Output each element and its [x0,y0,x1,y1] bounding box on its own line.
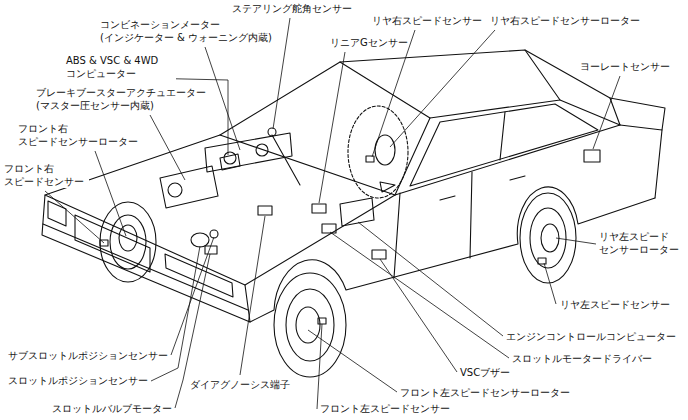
brake-actuator [160,166,218,208]
tire [274,273,346,377]
combination-meter [205,133,292,172]
part-label: ヨーレートセンサー [580,60,670,73]
sub-throttle-sensor [210,230,218,238]
leader-line [544,263,556,304]
tire [348,106,408,198]
part-label: ブレーキブースターアクチュエーター (マスター圧センサー内蔵) [36,86,216,112]
part-label: スロットルモータードライバー [512,352,652,365]
headlight [165,254,233,297]
door-seam [470,172,472,258]
pillar [500,112,505,160]
leader-line [380,259,457,372]
part-label: スロットルポジションセンサー [8,374,148,387]
abs-computer [220,154,240,170]
diagnosis-connector [258,206,272,215]
beltline [395,125,620,195]
leader-line [150,115,185,180]
leader-line [330,232,509,358]
part-label: フロント左スピードセンサー [320,402,450,415]
throttle-body [191,233,209,247]
gauge [256,144,268,156]
part-label: ABS & VSC & 4WD コンピューター [66,54,176,80]
part-label: フロント右 スピードセンサー [4,162,89,188]
door-handle [440,196,455,200]
speed-sensor [538,258,546,264]
steering-sensor [268,128,276,136]
engine-computer [340,198,374,226]
side-window [410,104,598,186]
roof [340,50,560,118]
part-label: フロント左スピードセンサーローター [400,386,570,399]
hood-outline [45,135,395,285]
part-label: リヤ右スピードセンサーローター [490,14,640,27]
leader-line [593,76,620,149]
speed-sensor [318,318,326,324]
master-cylinder [168,183,182,197]
tire [100,202,156,282]
g-sensor [312,204,326,213]
part-label: リヤ左スピードセンサー [560,298,670,311]
sensor-rotor [119,225,137,251]
part-label: リニアGセンサー [330,36,408,49]
mirror [380,182,395,192]
part-label: スロットルバルブモーター [52,402,172,415]
leader-line [95,151,126,236]
leader-line [319,52,345,203]
part-label: VSCブザー [460,366,510,379]
motor-driver [322,224,336,233]
part-label: エンジンコントロールコンピューター [506,330,676,343]
steering-column [272,135,300,185]
front-fascia [42,195,250,322]
door-handle [510,176,525,180]
buzzer [372,250,386,259]
wheel-rim [530,208,566,268]
tire [520,193,576,283]
part-label: サブスロットルポジションセンサー [8,349,168,362]
part-label: フロント右 スピードセンサーローター [18,122,143,148]
grille [75,215,150,272]
headlight [48,201,66,226]
wheel-rim [286,289,334,361]
speed-sensor [366,156,374,162]
sensor-rotor [296,307,320,343]
rear-end [655,130,662,198]
leader-line [45,191,104,243]
wheel-rim [110,215,146,269]
part-label: リヤ右スピードセンサー [372,14,482,27]
gauge [224,152,236,164]
throttle-motor [205,246,217,254]
leader-line [556,238,596,244]
part-label: コンビネーションメーター (インジケーター & ウォーニング内蔵) [100,18,282,44]
leader-line [317,324,322,409]
yaw-rate-sensor [584,150,600,162]
part-label: ダイアグノーシス端子 [190,378,290,391]
leader-line [358,222,503,336]
door-seam [394,193,400,278]
leader-line [240,216,265,375]
leader-line [372,30,415,157]
part-label: ステアリング舵角センサー [232,2,352,15]
windshield [220,62,430,195]
part-label: リヤ左スピード センサーローター [599,230,684,256]
